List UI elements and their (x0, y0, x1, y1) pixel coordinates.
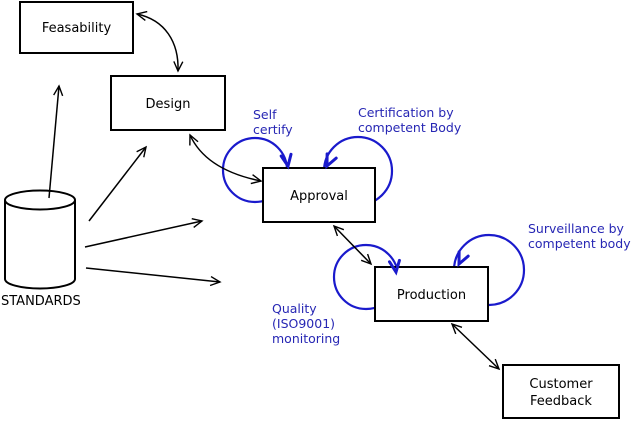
customer-feedback-box (502, 364, 620, 419)
node-design: Design (110, 75, 226, 131)
node-customer-feedback: Customer Feedback (502, 364, 620, 419)
node-feasability: Feasability (19, 1, 134, 54)
quality-text-line2: (ISO9001) (272, 316, 335, 331)
customer-feedback-label-line2: Feedback (530, 394, 592, 409)
approval-label: Approval (290, 189, 348, 204)
annotations: Self certify Certification by competent … (253, 105, 631, 346)
arrow-standards-production (85, 267, 222, 287)
feasability-label: Feasability (42, 21, 112, 36)
standards-label: STANDARDS (1, 294, 81, 309)
standards-cylinder-top (4, 189, 76, 211)
surveillance-arrowhead-icon (457, 250, 470, 268)
self-loop-arrowheads (279, 152, 470, 276)
arrow-design-approval (189, 133, 263, 185)
certification-text-line2: competent Body (358, 120, 462, 135)
self-certify-text-line2: certify (253, 122, 293, 137)
quality-text-line3: monitoring (272, 331, 340, 346)
node-production: Production (374, 266, 489, 322)
feasability-box (19, 1, 134, 54)
surveillance-text-line2: competent body (528, 236, 631, 251)
self-certify-arrowhead-icon (279, 152, 293, 170)
arrow-production-customer-feedback (450, 322, 501, 371)
certification-text-line1: Certification by (358, 105, 454, 120)
production-box (374, 266, 489, 322)
surveillance-text-line1: Surveillance by (528, 221, 625, 236)
arrow-standards-feasability (48, 84, 64, 199)
node-standards: STANDARDS (1, 189, 81, 309)
quality-arrowhead-icon (388, 258, 401, 276)
quality-text-line1: Quality (272, 301, 317, 316)
customer-feedback-label-line1: Customer (529, 377, 593, 392)
design-box (110, 75, 226, 131)
node-approval: Approval (262, 167, 376, 223)
self-certify-text-line1: Self (253, 107, 277, 122)
arrow-approval-production (332, 224, 373, 266)
standards-cylinder-body (4, 200, 76, 290)
approval-box (262, 167, 376, 223)
arrow-feasability-design (135, 10, 184, 73)
arrows (48, 10, 501, 371)
production-label: Production (397, 288, 466, 303)
arrow-standards-design (88, 145, 147, 222)
design-label: Design (146, 97, 191, 112)
arrow-standards-approval (84, 217, 204, 248)
certification-arrowhead-icon (325, 152, 338, 170)
